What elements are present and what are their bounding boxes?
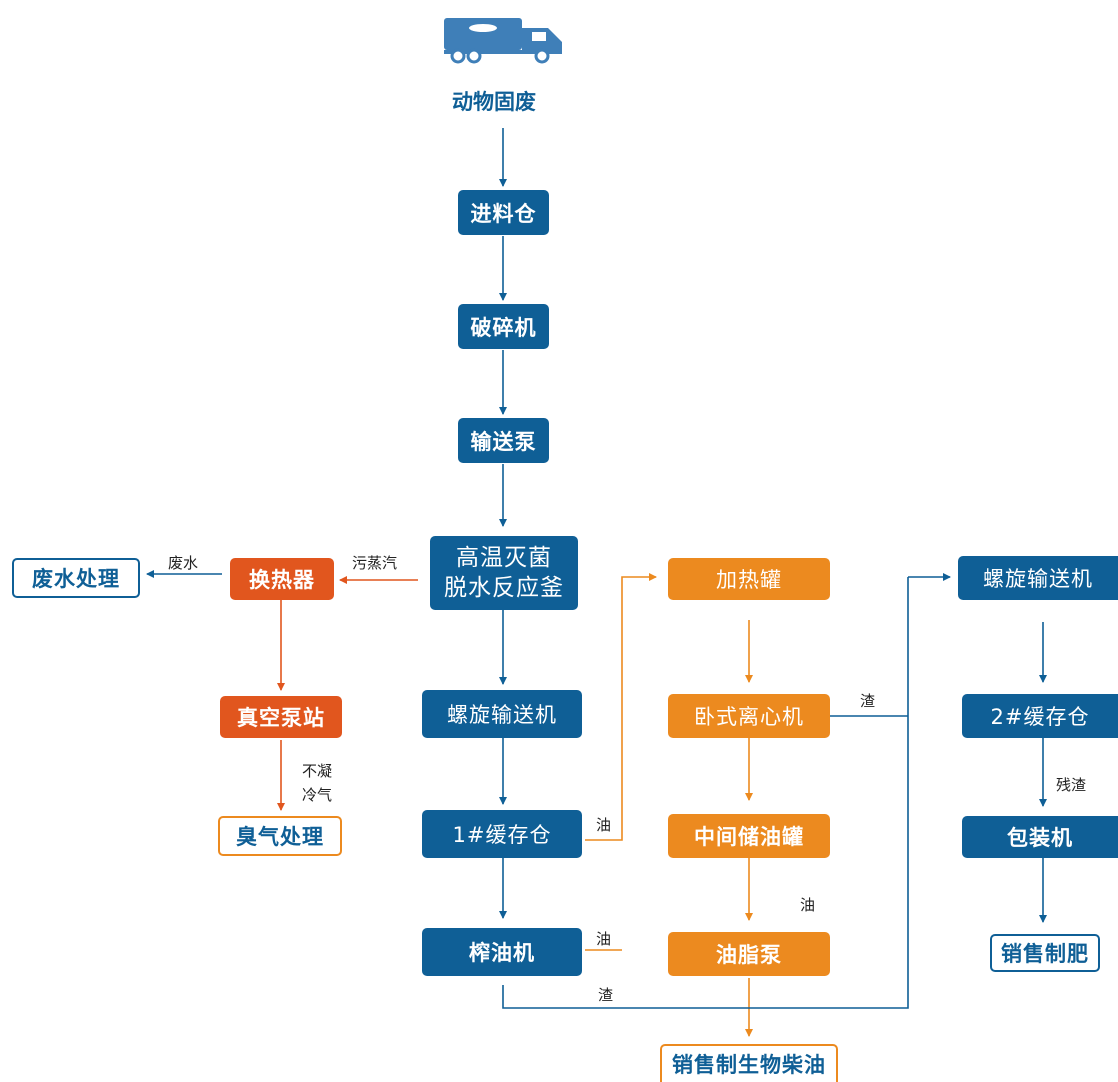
- node-vacuum-pump: 真空泵站: [220, 696, 342, 738]
- node-packer: 包装机: [962, 816, 1118, 858]
- source-label: 动物固废: [452, 90, 536, 114]
- node-screw-conveyor-2: 螺旋输送机: [958, 556, 1118, 600]
- truck-icon: [444, 18, 562, 64]
- arrow-oil-heatingtank: [621, 573, 657, 581]
- reactor-line-2: 脱水反应釜: [444, 575, 564, 601]
- label-noncond-2: 冷气: [302, 786, 333, 804]
- label-oil-press: 油: [596, 930, 612, 948]
- node-pump: 输送泵: [458, 418, 549, 463]
- label-oil-buffer1: 油: [596, 816, 612, 834]
- reactor-line-1: 高温灭菌: [456, 545, 552, 571]
- node-fertilizer: 销售制肥: [990, 934, 1100, 972]
- node-heat-exchanger: 换热器: [230, 558, 334, 600]
- label-noncond-1: 不凝: [302, 762, 333, 780]
- label-residue-centrifuge: 渣: [860, 692, 876, 710]
- node-heating-tank: 加热罐: [668, 558, 830, 600]
- label-dirty-steam: 污蒸汽: [352, 554, 398, 572]
- node-centrifuge: 卧式离心机: [668, 694, 830, 738]
- label-waste-water: 废水: [168, 554, 199, 572]
- node-crusher: 破碎机: [458, 304, 549, 349]
- node-oil-press: 榨油机: [422, 928, 582, 976]
- node-buffer1: 1#缓存仓: [422, 810, 582, 858]
- node-reactor: 高温灭菌 脱水反应釜: [430, 536, 578, 610]
- label-residue-buffer2: 残渣: [1056, 776, 1087, 794]
- residue-line-press: [502, 577, 909, 1009]
- node-screw-conveyor: 螺旋输送机: [422, 690, 582, 738]
- node-wastewater: 废水处理: [12, 558, 140, 598]
- node-feed-bin: 进料仓: [458, 190, 549, 235]
- node-storage-tank: 中间储油罐: [668, 814, 830, 858]
- label-residue-press: 渣: [598, 986, 614, 1004]
- node-biodiesel: 销售制生物柴油: [660, 1044, 838, 1082]
- node-grease-pump: 油脂泵: [668, 932, 830, 976]
- node-buffer2: 2#缓存仓: [962, 694, 1118, 738]
- node-odor: 臭气处理: [218, 816, 342, 856]
- oil-line-buffer1: [585, 580, 623, 841]
- label-oil-storage: 油: [800, 896, 816, 914]
